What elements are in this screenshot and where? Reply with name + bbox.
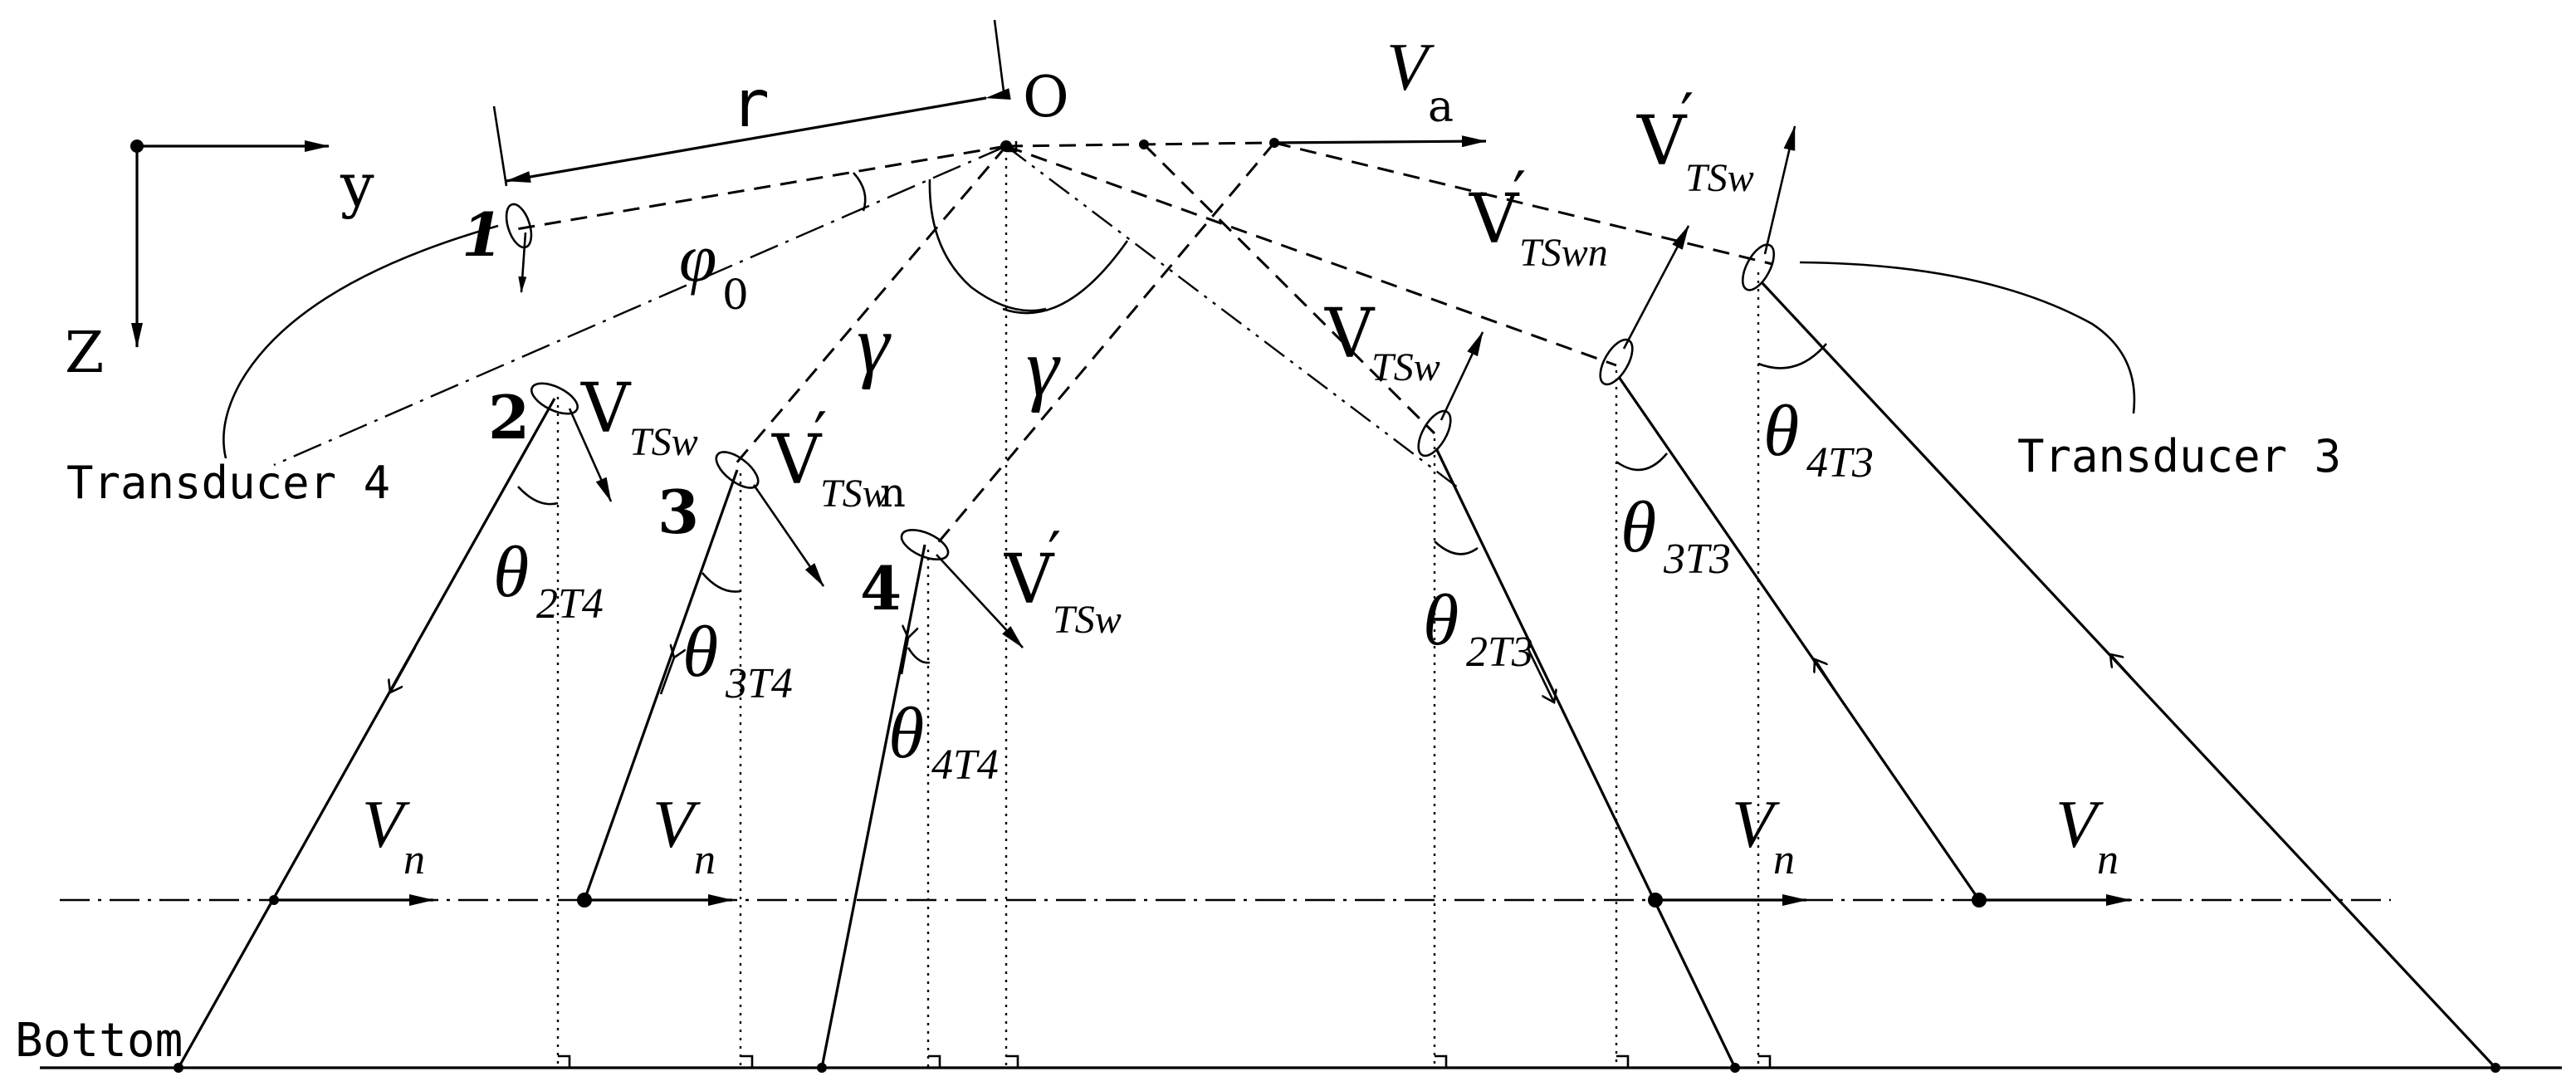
axis-label-z: Z [65, 320, 104, 386]
origin-group: O Va [1000, 29, 1487, 153]
velocity-va-label: Va [1386, 29, 1454, 132]
element-3t3 [1599, 338, 1634, 386]
element-3 [715, 451, 760, 489]
element-4-label: 4 [860, 553, 902, 624]
v-tswn-label-3: V′TSwn [771, 399, 906, 516]
vertical-reference-lines [556, 149, 1772, 1068]
vn-arrows: Vn Vn Vn Vn [174, 786, 2500, 1073]
gamma-label-right: γ [1026, 321, 1061, 413]
gamma-label-left: γ [857, 298, 892, 390]
vn-label-4: Vn [2055, 786, 2119, 883]
v-tsw-label-2: VTSw [580, 369, 698, 464]
element-3-label: 3 [657, 477, 699, 547]
vn-label-1: Vn [362, 786, 425, 883]
element-1 [505, 203, 533, 249]
reference-lines: Bottom [15, 898, 2562, 1069]
v-tsw-label-4: V′TSw [1004, 519, 1122, 642]
element-2-label: 2 [488, 382, 530, 453]
bottom-label: Bottom [15, 1014, 183, 1068]
origin-label: O [1023, 65, 1069, 130]
v-tswn-label-3t3: V′TSwn [1469, 159, 1608, 275]
element-4 [900, 529, 950, 560]
element-4t3 [1741, 243, 1776, 291]
transducer4-label: Transducer 4 [66, 457, 390, 509]
transducer3-label: Transducer 3 [2017, 430, 2341, 482]
transducer-callouts: Transducer 4 Transducer 3 [66, 224, 2341, 509]
v-tsw-label-2t3: VTSw [1324, 295, 1440, 389]
vn-label-2: Vn [653, 786, 716, 883]
beam-reference-lines [273, 141, 1773, 546]
coordinate-axes: y Z [65, 139, 374, 386]
element-1-label: 1 [462, 199, 503, 270]
radius-label: r [731, 67, 770, 142]
v-tsw-label-4t3: V′TSw [1636, 81, 1754, 200]
vn-label-3: Vn [1732, 786, 1795, 883]
axis-label-y: y [340, 150, 374, 220]
radius-dimension: r [492, 19, 1011, 187]
element-2t3 [1417, 409, 1452, 457]
